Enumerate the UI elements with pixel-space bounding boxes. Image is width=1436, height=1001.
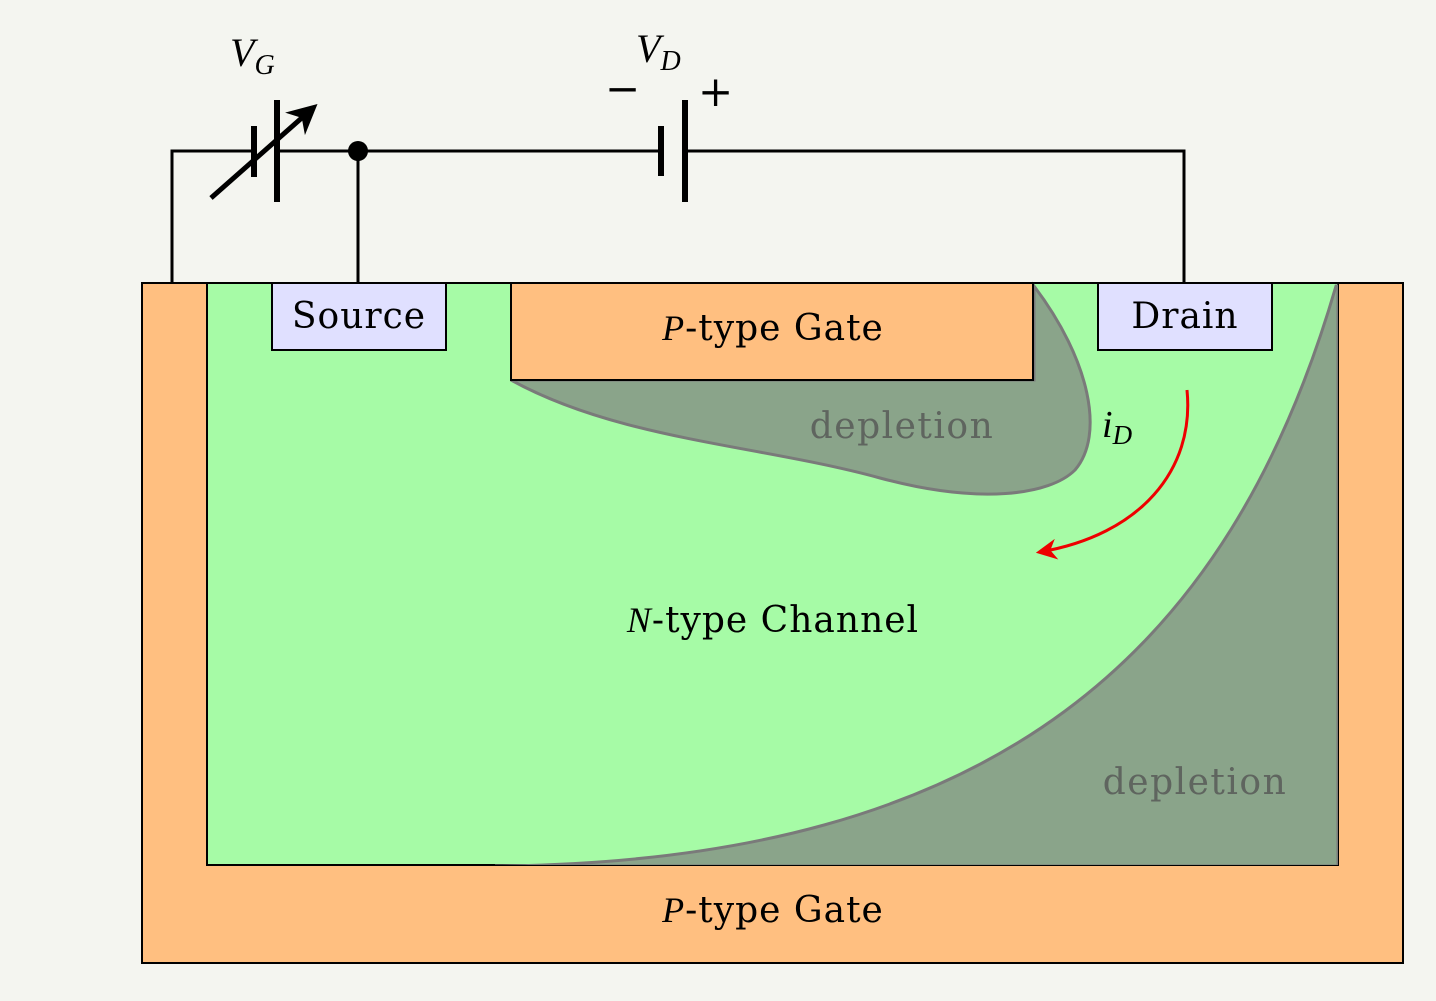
vd-minus-sign: − <box>605 64 640 113</box>
drain-label: Drain <box>1131 296 1238 337</box>
circuit-wires <box>170 149 1186 283</box>
depletion-region-lower <box>494 284 1338 865</box>
source-contact <box>271 282 447 351</box>
depletion-region-upper <box>510 281 1092 496</box>
variable-battery-icon <box>209 100 318 202</box>
vg-label: VG <box>230 30 275 81</box>
depletion-label-upper: depletion <box>810 406 995 447</box>
top-gate <box>510 282 1034 381</box>
vd-label: VD <box>636 26 681 77</box>
drain-contact <box>1097 282 1273 351</box>
channel-label: N-type Channel <box>626 600 919 641</box>
drain-current-label: iD <box>1102 404 1133 450</box>
bottom-gate-label: P-type Gate <box>661 890 884 931</box>
junction-dot <box>348 141 368 161</box>
source-label: Source <box>292 296 426 337</box>
drain-battery-icon <box>658 100 688 202</box>
depletion-label-lower: depletion <box>1103 762 1288 803</box>
vd-plus-sign: + <box>698 67 733 116</box>
top-gate-label: P-type Gate <box>661 308 884 349</box>
drain-current-arrow <box>1035 389 1190 560</box>
